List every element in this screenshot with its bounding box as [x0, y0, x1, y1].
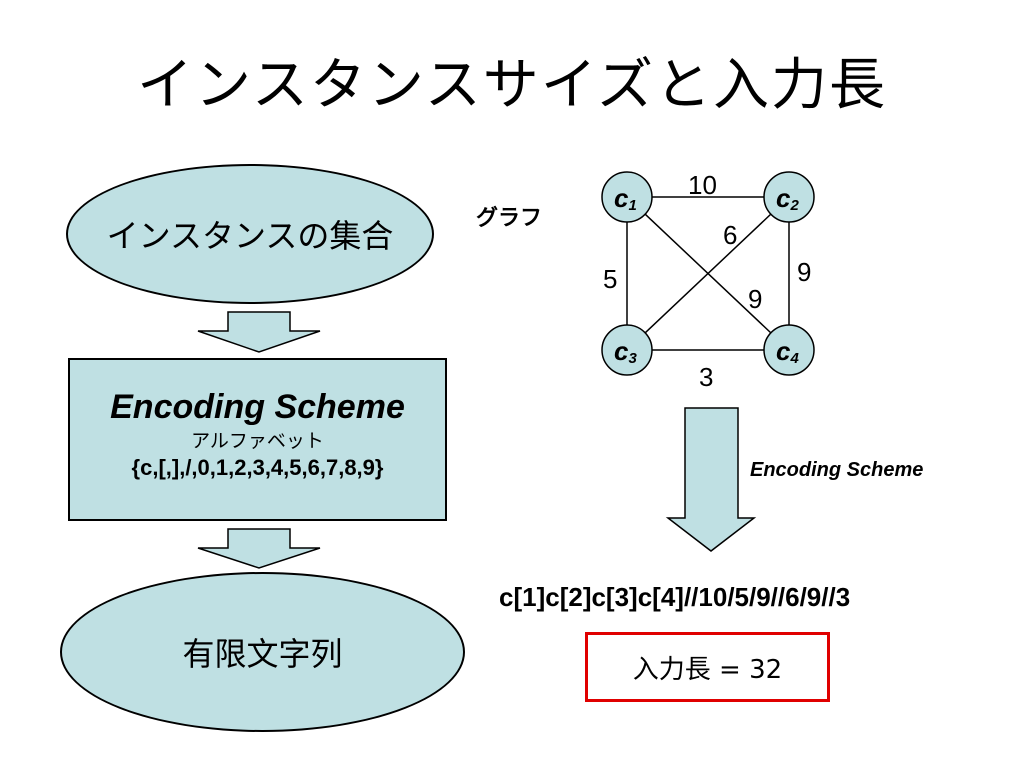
node-c4-label: c4: [776, 336, 799, 367]
encoding-scheme-label: Encoding Scheme: [750, 459, 924, 481]
node-c2: [763, 171, 815, 223]
node-c3-label: c3: [614, 336, 637, 367]
encoding-arrow: [665, 407, 757, 552]
flow-arrow-1: [197, 311, 321, 353]
instance-set-label: インスタンスの集合: [106, 217, 394, 255]
finite-string-label: 有限文字列: [182, 635, 343, 673]
node-c1-label: c1: [614, 183, 637, 214]
node-c1: [601, 171, 653, 223]
graph-label: グラフ: [476, 206, 543, 231]
alphabet-set: {c,[,],/,0,1,2,3,4,5,6,7,8,9}: [131, 455, 384, 480]
input-length-box: 入力長 = 32: [585, 632, 830, 702]
edge-c2-c3: [626, 196, 790, 351]
weight-c1-c4: 9: [748, 284, 763, 314]
instance-set-ellipse: インスタンスの集合: [66, 164, 434, 304]
alphabet-label: アルファベット: [191, 430, 324, 452]
encoded-string: c[1]c[2]c[3]c[4]//10/5/9//6/9//3: [499, 582, 851, 612]
node-c2-label: c2: [776, 183, 799, 214]
encoding-scheme-title: Encoding Scheme: [110, 388, 405, 426]
input-length-text: 入力長 = 32: [632, 654, 783, 685]
finite-string-ellipse: 有限文字列: [60, 572, 465, 732]
flow-arrow-2: [197, 528, 321, 569]
encoding-scheme-box: Encoding Scheme アルファベット {c,[,],/,0,1,2,3…: [68, 358, 447, 521]
weight-c2-c4: 9: [797, 257, 812, 287]
weight-c3-c4: 3: [699, 362, 714, 392]
node-c4: [763, 324, 815, 376]
weight-c2-c3: 6: [723, 220, 738, 250]
weight-c1-c3: 5: [603, 264, 618, 294]
node-c3: [601, 324, 653, 376]
slide-title: インスタンスサイズと入力長: [136, 53, 888, 118]
weight-c1-c2: 10: [688, 170, 717, 200]
